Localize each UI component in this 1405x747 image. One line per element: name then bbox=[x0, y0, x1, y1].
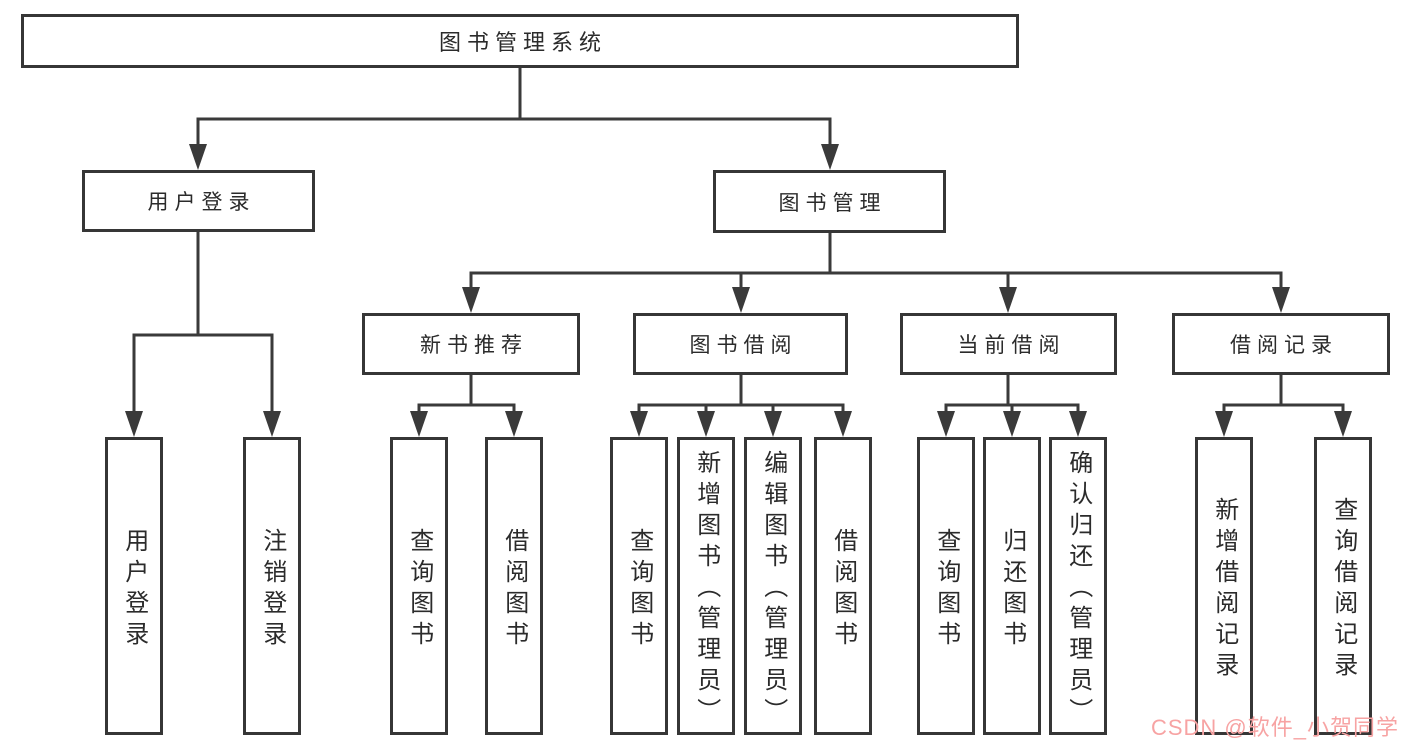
leaf-borrow-edit-book-admin-label: 编辑图书（管理员） bbox=[759, 450, 787, 729]
node-new-book-recommend: 新书推荐 bbox=[362, 313, 580, 375]
node-user-login-label: 用户登录 bbox=[147, 191, 256, 214]
node-current-borrow: 当前借阅 bbox=[900, 313, 1117, 375]
leaf-current-return-book: 归还图书 bbox=[983, 437, 1041, 735]
leaf-current-query-book: 查询图书 bbox=[917, 437, 975, 735]
node-book-management: 图书管理 bbox=[713, 170, 946, 233]
connectors-management-to-level3 bbox=[462, 231, 1290, 313]
leaf-borrow-add-book-admin: 新增图书（管理员） bbox=[677, 437, 735, 735]
leaf-borrow-borrow-book-label: 借阅图书 bbox=[829, 527, 857, 652]
leaf-borrow-query-book: 查询图书 bbox=[610, 437, 668, 735]
leaf-borrow-borrow-book: 借阅图书 bbox=[814, 437, 872, 735]
leaf-current-return-book-label: 归还图书 bbox=[998, 527, 1026, 652]
leaf-user-login-label: 用户登录 bbox=[120, 527, 148, 652]
node-new-book-recommend-label: 新书推荐 bbox=[420, 334, 528, 357]
connectors-borrow-to-leaves bbox=[630, 373, 852, 437]
leaf-records-query-borrow-record-label: 查询借阅记录 bbox=[1329, 496, 1357, 683]
leaf-records-query-borrow-record: 查询借阅记录 bbox=[1314, 437, 1372, 735]
leaf-records-add-borrow-record: 新增借阅记录 bbox=[1195, 437, 1253, 735]
leaf-borrow-add-book-admin-label: 新增图书（管理员） bbox=[692, 450, 720, 729]
leaf-borrow-edit-book-admin: 编辑图书（管理员） bbox=[744, 437, 802, 735]
node-borrow-records: 借阅记录 bbox=[1172, 313, 1390, 375]
node-current-borrow-label: 当前借阅 bbox=[957, 334, 1066, 357]
leaf-records-add-borrow-record-label: 新增借阅记录 bbox=[1210, 496, 1238, 683]
leaf-current-confirm-return-admin: 确认归还（管理员） bbox=[1049, 437, 1107, 735]
node-book-management-label: 图书管理 bbox=[778, 191, 887, 215]
node-book-borrow: 图书借阅 bbox=[633, 313, 848, 375]
csdn-watermark: CSDN @软件_小贺同学 bbox=[1150, 715, 1399, 740]
connectors-records-to-leaves bbox=[1215, 373, 1352, 437]
leaf-borrow-query-book-label: 查询图书 bbox=[625, 527, 653, 652]
connectors-login-to-leaves bbox=[125, 230, 281, 437]
leaf-logout-login-label: 注销登录 bbox=[258, 527, 286, 652]
node-book-borrow-label: 图书借阅 bbox=[689, 334, 798, 357]
leaf-newbook-query-book: 查询图书 bbox=[390, 437, 448, 735]
node-library-system-label: 图书管理系统 bbox=[438, 30, 607, 55]
leaf-newbook-borrow-book: 借阅图书 bbox=[485, 437, 543, 735]
node-user-login: 用户登录 bbox=[82, 170, 315, 232]
leaf-current-confirm-return-admin-label: 确认归还（管理员） bbox=[1064, 450, 1092, 729]
connectors-current-to-leaves bbox=[937, 373, 1087, 437]
connectors-root-to-level2 bbox=[189, 66, 839, 170]
leaf-logout-login: 注销登录 bbox=[243, 437, 301, 735]
leaf-user-login: 用户登录 bbox=[105, 437, 163, 735]
connectors-newbook-to-leaves bbox=[410, 373, 523, 437]
leaf-newbook-borrow-book-label: 借阅图书 bbox=[500, 527, 528, 652]
node-library-system: 图书管理系统 bbox=[21, 14, 1019, 68]
leaf-current-query-book-label: 查询图书 bbox=[932, 527, 960, 652]
leaf-newbook-query-book-label: 查询图书 bbox=[405, 527, 433, 652]
node-borrow-records-label: 借阅记录 bbox=[1230, 334, 1338, 357]
